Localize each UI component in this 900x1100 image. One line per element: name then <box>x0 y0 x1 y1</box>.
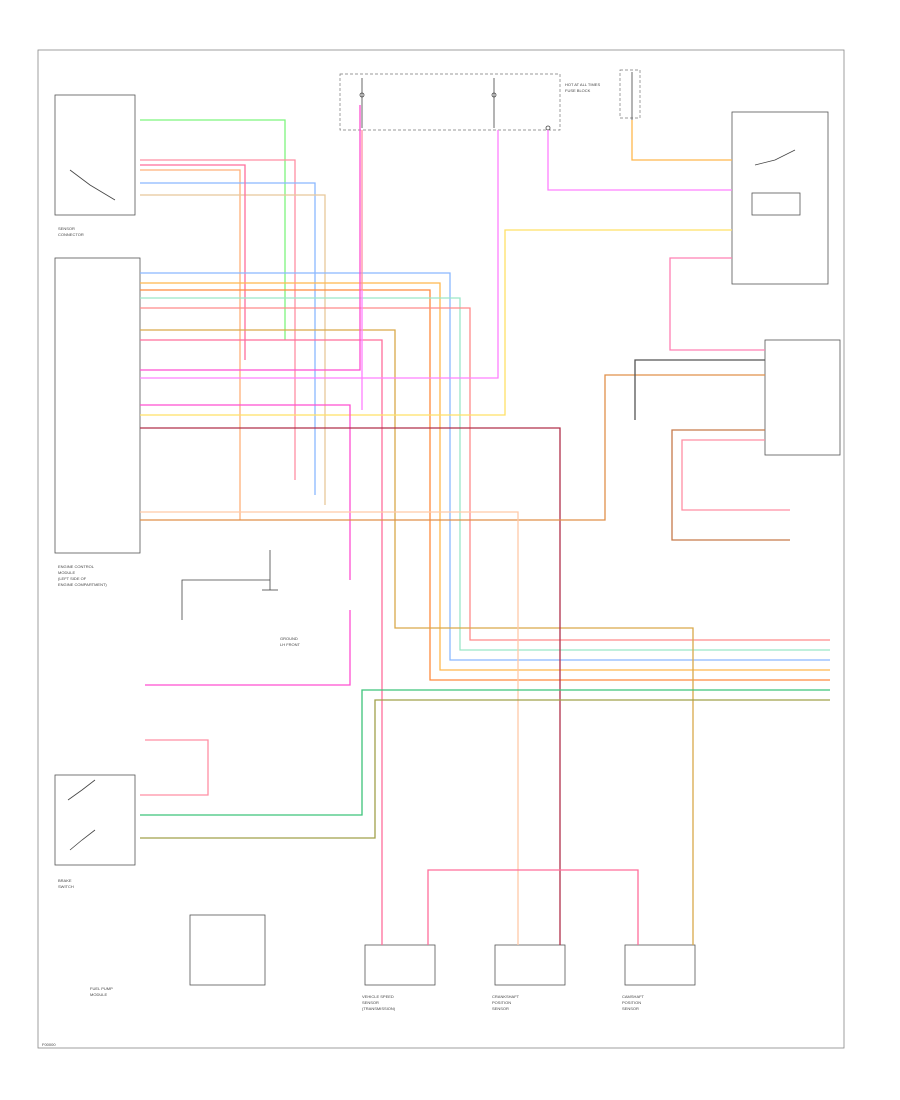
ecm-box <box>54 257 141 554</box>
svg-text:SENSOR: SENSOR <box>622 1006 639 1011</box>
figure-id: F00000 <box>42 1042 56 1047</box>
vss-box <box>364 944 436 986</box>
svg-text:CRANKSHAFT: CRANKSHAFT <box>492 994 520 999</box>
ground-label: GROUND LH FRONT <box>280 636 301 647</box>
svg-text:SENSOR: SENSOR <box>362 1000 379 1005</box>
svg-text:VEHICLE SPEED: VEHICLE SPEED <box>362 994 394 999</box>
svg-text:SWITCH: SWITCH <box>58 884 74 889</box>
ckp-label: CRANKSHAFT POSITION SENSOR <box>492 994 520 1011</box>
right-fuse-box <box>619 69 641 119</box>
svg-text:MODULE: MODULE <box>58 570 75 575</box>
svg-text:CONNECTOR: CONNECTOR <box>58 232 84 237</box>
fuel-pump-box <box>189 914 266 986</box>
svg-text:FUSE BLOCK: FUSE BLOCK <box>565 88 591 93</box>
svg-text:CAMSHAFT: CAMSHAFT <box>622 994 645 999</box>
fuse-block-label: HOT AT ALL TIMES FUSE BLOCK <box>565 82 600 93</box>
svg-text:GROUND: GROUND <box>280 636 298 641</box>
svg-text:POSITION: POSITION <box>622 1000 641 1005</box>
brake-switch-box <box>54 774 136 866</box>
wires <box>140 105 830 945</box>
svg-text:SENSOR: SENSOR <box>58 226 75 231</box>
right-module-box <box>764 339 841 456</box>
ecm-label: ENGINE CONTROL MODULE (LEFT SIDE OF ENGI… <box>58 564 107 587</box>
svg-text:HOT AT ALL TIMES: HOT AT ALL TIMES <box>565 82 600 87</box>
svg-text:(LEFT SIDE OF: (LEFT SIDE OF <box>58 576 87 581</box>
cmp-label: CAMSHAFT POSITION SENSOR <box>622 994 645 1011</box>
spark-sensor-label: SENSOR CONNECTOR <box>58 226 84 237</box>
fuse-block-box <box>339 73 561 131</box>
vss-label: VEHICLE SPEED SENSOR (TRANSMISSION) <box>362 994 396 1011</box>
relay-box <box>731 111 829 285</box>
svg-text:FUEL PUMP: FUEL PUMP <box>90 986 113 991</box>
svg-text:SENSOR: SENSOR <box>492 1006 509 1011</box>
svg-text:BRAKE: BRAKE <box>58 878 72 883</box>
spark-sensor-box <box>54 94 136 216</box>
fuel-pump-label: FUEL PUMP MODULE <box>90 986 113 997</box>
ground-symbol <box>262 550 278 591</box>
svg-text:ENGINE COMPARTMENT): ENGINE COMPARTMENT) <box>58 582 107 587</box>
svg-text:MODULE: MODULE <box>90 992 107 997</box>
diagram-frame <box>37 49 845 1049</box>
brake-switch-label: BRAKE SWITCH <box>58 878 74 889</box>
svg-text:(TRANSMISSION): (TRANSMISSION) <box>362 1006 396 1011</box>
ckp-box <box>494 944 566 986</box>
svg-text:POSITION: POSITION <box>492 1000 511 1005</box>
svg-text:ENGINE CONTROL: ENGINE CONTROL <box>58 564 95 569</box>
cmp-box <box>624 944 696 986</box>
svg-text:LH FRONT: LH FRONT <box>280 642 301 647</box>
